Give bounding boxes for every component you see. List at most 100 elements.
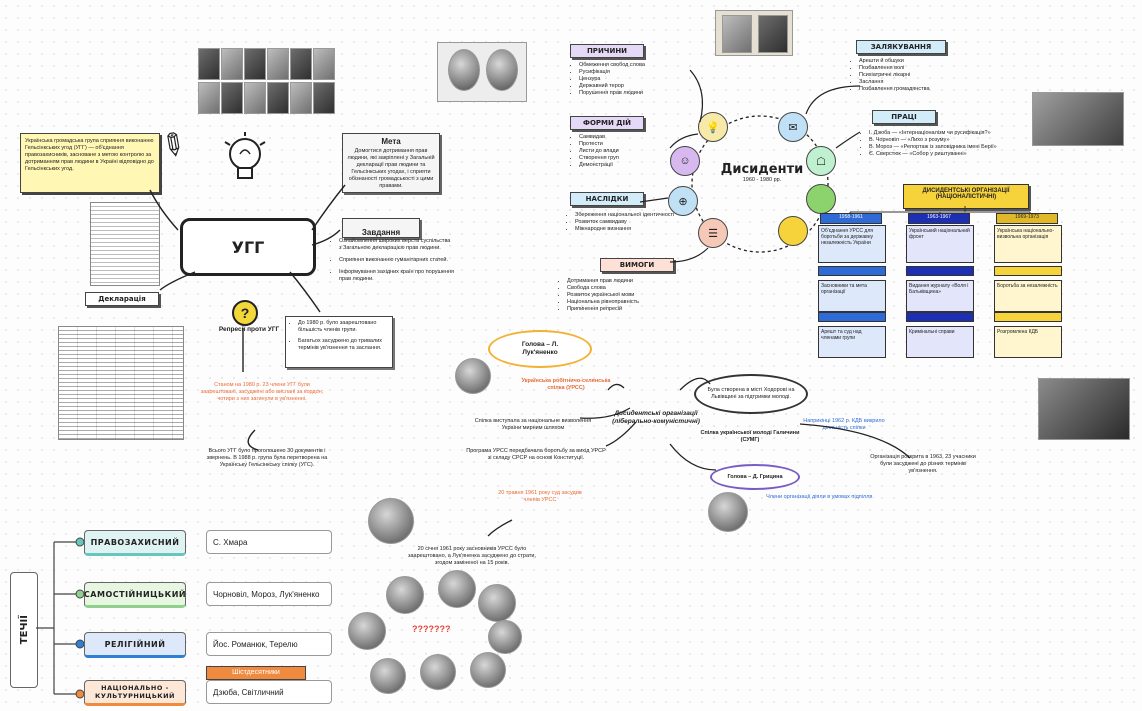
cause-item: Обмеження свобод слова	[579, 62, 688, 69]
form-item: Листи до влади	[579, 148, 660, 155]
dissidents-group-photo	[1038, 378, 1130, 440]
task-item: Сприяння виконанню гуманітарних статей.	[339, 257, 454, 264]
sumg-head: Голова – Д. Грицина	[727, 473, 783, 480]
hub-left-photo	[437, 42, 527, 102]
repression-item: Заслання	[859, 79, 984, 86]
demand-item: Дотримання прав людини	[567, 278, 678, 285]
hub-top-photo	[715, 10, 793, 56]
tasks-title-box: Завдання	[342, 218, 420, 238]
hrytsyna-photo	[708, 492, 748, 532]
org-bar	[994, 266, 1062, 276]
sumg-kgb-note: Наприкінці 1962 р. КДБ викрило діяльніст…	[803, 418, 885, 431]
demand-item: Свобода слова	[567, 285, 678, 292]
stream-value: Чорновіл, Мороз, Лук'яненко	[206, 582, 332, 606]
form-item: Створення груп	[579, 155, 660, 162]
demand-item: Розвиток української мови	[567, 292, 678, 299]
portrait	[348, 612, 386, 650]
portrait	[420, 654, 456, 690]
org-bar	[906, 266, 974, 276]
consequences-label: НАСЛІДКИ	[570, 192, 644, 206]
stream-value: Дзюба, Світличний	[206, 680, 332, 704]
consequence-item: Збереження національної ідентичності	[575, 212, 676, 219]
org-bar	[818, 312, 886, 322]
org-column-head: 1969-1973	[996, 213, 1058, 224]
ugg-result-note: Всього УГГ було проголошено 30 документі…	[206, 448, 328, 468]
question-icon: ?	[232, 300, 258, 326]
meta-box: Мета Домогтися дотримання прав людини, я…	[342, 133, 440, 193]
hub-center: Дисиденти 1960 - 1980 рр.	[712, 162, 812, 184]
org-box: Арешт та суд над членами групи	[818, 326, 886, 358]
ugg-arrest-note: Станом на 1980 р. 23 члени УГГ були заар…	[200, 382, 324, 402]
portrait	[386, 576, 424, 614]
forms-label: ФОРМИ ДІЙ	[570, 116, 644, 130]
form-item: Самвидав	[579, 134, 660, 141]
portrait	[370, 658, 406, 694]
idea-icon: 💡	[698, 112, 728, 142]
portrait	[488, 620, 522, 654]
lukyanenko-oval: Голова – Л. Лук'яненко	[488, 330, 592, 368]
streams-title: ТЕЧІЇ	[18, 615, 30, 645]
meta-text: Домогтися дотримання прав людини, які за…	[347, 148, 435, 189]
repression-label: Репресії проти УГГ	[218, 326, 280, 333]
hub-years: 1960 - 1980 рр.	[742, 177, 782, 183]
stream-row: РЕЛІГІЙНИЙ Йос. Романюк, Терелю	[84, 632, 334, 658]
stream-row: САМОСТІЙНИЦЬКИЙ Чорновіл, Мороз, Лук'яне…	[84, 582, 334, 608]
middle-connectors	[487, 377, 911, 537]
urss-trial-note: 20 травня 1961 року суд засудив членів У…	[498, 490, 582, 503]
consequences-list: Збереження національної ідентичності Роз…	[566, 212, 676, 233]
stream-name: НАЦІОНАЛЬНО - КУЛЬТУРНИЦЬКИЙ	[84, 680, 186, 706]
unknown-portraits-mark: ???????	[412, 624, 451, 634]
lukyanenko-head: Голова – Л. Лук'яненко	[521, 341, 559, 356]
declaration-document	[90, 202, 160, 286]
portrait	[478, 584, 516, 622]
yellow-dot-icon	[778, 216, 808, 246]
sumg-disclosure: Організація розкрита в 1963, 23 учасники…	[870, 454, 976, 474]
org-box: Боротьба за незалежність	[994, 280, 1062, 312]
urss-label: Українська робітничо-селянська спілка (У…	[521, 378, 611, 391]
org-box: Видання журналу «Воля і Батьківщина»	[906, 280, 974, 312]
org-box: Український національний фронт	[906, 225, 974, 263]
sumg-head-oval: Голова – Д. Грицина	[710, 464, 800, 490]
orgs-title: ДИСИДЕНТСЬКІ ОРГАНІЗАЦІЇ (НАЦІОНАЛІСТИЧН…	[903, 184, 1029, 209]
org-box: Кримінальні справи	[906, 326, 974, 358]
causes-list: Обмеження свобод слова Русифікація Цензу…	[570, 62, 688, 97]
org-bar	[994, 312, 1062, 322]
stream-name: РЕЛІГІЙНИЙ	[84, 632, 186, 658]
message-icon: ✉	[778, 112, 808, 142]
portrait	[438, 570, 476, 608]
hub-ring	[691, 115, 829, 253]
task-item: Ознайомлення широких верств суспільства …	[339, 238, 454, 252]
document-icon: ☰	[698, 218, 728, 248]
org-column-head: 1958-1961	[820, 213, 882, 224]
stream-name: ПРАВОЗАХИСНИЙ	[84, 530, 186, 556]
cause-item: Цензура	[579, 76, 688, 83]
cause-item: Державний терор	[579, 83, 688, 90]
org-box: Об'єднання УРСС для боротьби за державну…	[818, 225, 886, 263]
ugg-title: УГГ	[231, 237, 265, 257]
forms-list: Самвидав Протести Листи до влади Створен…	[570, 134, 660, 169]
demands-list: Дотримання прав людини Свобода слова Роз…	[558, 278, 678, 313]
causes-label: ПРИЧИНИ	[570, 44, 644, 58]
sumg-underground: Члени організації діяли в умовах підпілл…	[766, 494, 874, 500]
tasks-list: Ознайомлення широких верств суспільства …	[330, 238, 454, 283]
tasks-title: Завдання	[361, 228, 401, 237]
newspaper-document	[58, 326, 184, 440]
meeting-icon: ☖	[806, 146, 836, 176]
demand-item: Національна рівноправність	[567, 299, 678, 306]
repression-item: Багатьох засуджено до тривалих термінів …	[298, 338, 389, 352]
ugg-intro-box: Українська громадська група сприяння вик…	[20, 133, 160, 193]
work-item: В. Мороз — «Репортаж із заповідника імен…	[869, 144, 1024, 151]
urss-trial: 20 січня 1961 року засновників УРСС було…	[407, 546, 537, 566]
sumg-title: Спілка української молоді Галичини (СУМГ…	[700, 430, 800, 443]
work-item: Є. Сверстюк — «Собор у риштуванні»	[869, 151, 1024, 158]
ugg-title-box: УГГ	[180, 218, 316, 276]
work-item: В. Чорновіл — «Лихо з розуму»	[869, 137, 1024, 144]
org-column-head: 1963-1967	[908, 213, 970, 224]
repressions-label: ЗАЛЯКУВАННЯ	[856, 40, 946, 54]
hub-title: Дисиденти	[720, 162, 804, 177]
ugg-connectors	[149, 184, 346, 451]
cause-item: Русифікація	[579, 69, 688, 76]
ugg-portrait-grid	[198, 48, 336, 116]
consequence-item: Розвиток самвидаву	[575, 219, 676, 226]
repression-item: До 1980 р. було заарештовано більшість ч…	[298, 320, 389, 334]
